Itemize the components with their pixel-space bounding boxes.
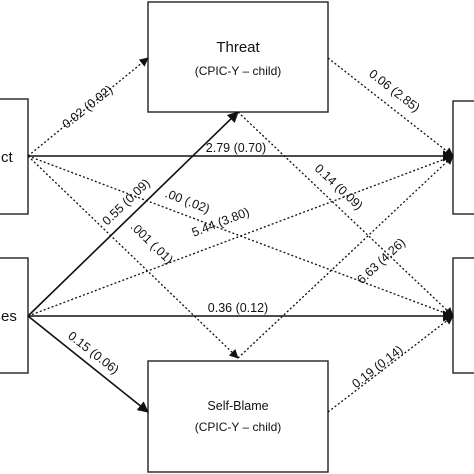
edge-left-bottom-to-self-blame [27,315,149,413]
right-bottom-node [452,257,474,374]
threat-node [147,1,329,113]
label-threat-to-right-bottom: 0.14 (0.09) [312,161,366,212]
left-top-label: ct [1,149,14,166]
edge-threat-to-right-bottom [237,111,454,317]
self-blame-node [147,360,329,473]
edge-left-bottom-to-right-top [27,154,454,317]
label-left-top-to-threat: 0.02 (0.02) [60,82,116,131]
edge-left-top-to-threat [27,57,149,157]
threat-subtitle: (CPIC-Y – child) [195,64,281,78]
label-self-blame-to-right-bottom: 0.19 (0.14) [349,343,405,391]
threat-title: Threat [216,39,260,56]
edge-threat-to-right-top [327,57,454,157]
edge-self-blame-to-right-top [237,155,454,359]
edge-left-bottom-to-threat [27,111,239,317]
edge-self-blame-to-right-bottom [327,315,454,413]
left-bottom-label: es [1,308,17,325]
right-top-node [452,100,474,215]
label-left-top-to-right-bottom: .00 (.02) [163,186,211,216]
label-self-blame-to-right-top: 6.63 (4.26) [354,235,408,286]
label-left-top-to-right-top: 2.79 (0.70) [206,141,266,155]
self-blame-subtitle: (CPIC-Y – child) [195,420,281,434]
label-threat-to-right-top: 0.06 (2.85) [366,67,422,115]
left-bottom-node [0,257,29,374]
self-blame-title: Self-Blame [207,399,268,413]
label-left-bottom-to-right-bottom: 0.36 (0.12) [208,301,268,315]
